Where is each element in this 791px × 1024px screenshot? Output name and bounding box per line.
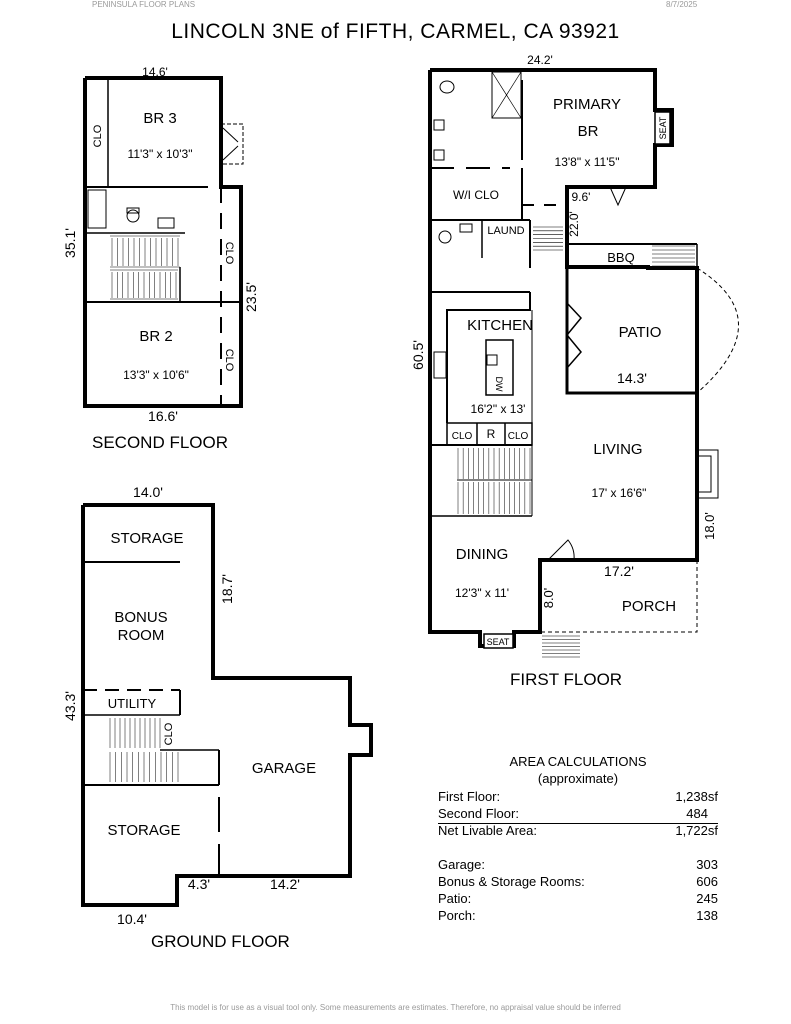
- room-garage: GARAGE: [252, 760, 316, 777]
- seat-label: SEAT: [487, 637, 510, 647]
- page-title: LINCOLN 3NE of FIFTH, CARMEL, CA 93921: [171, 20, 620, 43]
- date-text: 8/7/2025: [666, 0, 698, 9]
- dim-step: 4.3': [188, 876, 210, 892]
- ground-floor-plan: [81, 503, 373, 907]
- first-floor-label: FIRST FLOOR: [510, 670, 623, 689]
- area-row: Garage: 303: [438, 857, 718, 874]
- dim-inner: 18.7': [219, 574, 235, 604]
- area-row: Second Floor: 484: [438, 806, 718, 824]
- area-row-label: Net Livable Area:: [438, 823, 538, 838]
- clo-label: CLO: [508, 431, 529, 442]
- room-primary-name: BR: [578, 123, 599, 140]
- area-row-value: 606: [696, 874, 718, 889]
- dim-left: 43.3': [62, 691, 78, 721]
- area-row-label: First Floor:: [438, 789, 501, 804]
- clo-label: CLO: [223, 242, 235, 265]
- room-primary-name: PRIMARY: [553, 96, 621, 113]
- dim-left: 35.1': [62, 228, 78, 258]
- area-row-label: Bonus & Storage Rooms:: [438, 874, 585, 889]
- dw-label: DW: [494, 377, 504, 392]
- dim-right: 18.0': [702, 512, 717, 540]
- dim-top: 14.0': [133, 484, 163, 500]
- dim-top: 14.6': [142, 65, 168, 79]
- room-patio: PATIO: [619, 324, 662, 341]
- dim-porch: 17.2': [604, 563, 634, 579]
- room-bonus: ROOM: [118, 627, 165, 644]
- area-row-label: Porch:: [438, 908, 476, 923]
- room-br3-name: BR 3: [143, 110, 176, 127]
- seat-label: SEAT: [658, 116, 668, 139]
- room-bbq: BBQ: [607, 250, 634, 265]
- area-row-value: 1,722sf: [675, 823, 718, 838]
- room-kitchen-name: KITCHEN: [467, 317, 533, 334]
- fridge-label: R: [487, 427, 496, 441]
- room-br2-name: BR 2: [139, 328, 172, 345]
- area-row-value: 138: [696, 908, 718, 923]
- room-dining-name: DINING: [456, 546, 509, 563]
- area-calculations: AREA CALCULATIONS (approximate) First Fl…: [438, 754, 718, 934]
- dim-bottom: 10.4': [117, 911, 147, 927]
- room-bonus: BONUS: [114, 609, 167, 626]
- footer-disclaimer: This model is for use as a visual tool o…: [170, 1003, 621, 1012]
- room-utility: UTILITY: [108, 696, 157, 711]
- room-dining-size: 12'3" x 11': [455, 586, 509, 600]
- dim-patio: 14.3': [617, 370, 647, 386]
- room-living-size: 17' x 16'6": [592, 486, 647, 500]
- room-wi-clo: W/I CLO: [453, 188, 499, 202]
- dim-inner: 22.0': [567, 211, 581, 237]
- room-porch: PORCH: [622, 598, 676, 615]
- area-subheading: (approximate): [537, 771, 619, 786]
- area-row: First Floor: 1,238sf: [438, 789, 718, 806]
- dim-garage: 14.2': [270, 876, 300, 892]
- dim-inner: 9.6': [572, 190, 591, 204]
- ground-floor-label: GROUND FLOOR: [151, 932, 290, 951]
- dim-top: 24.2': [527, 53, 553, 67]
- dim-bottom: 16.6': [148, 408, 178, 424]
- room-primary-size: 13'8" x 11'5": [555, 155, 620, 169]
- area-row: Net Livable Area: 1,722sf: [438, 823, 718, 840]
- room-laund: LAUND: [487, 225, 524, 237]
- area-row: Patio: 245: [438, 891, 718, 908]
- area-heading: AREA CALCULATIONS: [509, 754, 647, 769]
- brand-text: PENINSULA FLOOR PLANS: [92, 0, 196, 9]
- room-br3-size: 11'3" x 10'3": [128, 147, 193, 161]
- area-row-value: 484: [686, 806, 708, 821]
- clo-label: CLO: [92, 124, 104, 147]
- clo-label: CLO: [452, 431, 473, 442]
- area-row-value: 303: [696, 857, 718, 872]
- room-kitchen-size: 16'2" x 13': [471, 402, 526, 416]
- clo-label: CLO: [223, 349, 235, 372]
- area-row-label: Second Floor:: [438, 806, 519, 821]
- room-br2-size: 13'3" x 10'6": [123, 368, 189, 382]
- area-row-value: 1,238sf: [675, 789, 718, 804]
- first-floor-plan: [428, 68, 739, 658]
- room-storage: STORAGE: [107, 822, 180, 839]
- second-floor-plan: [83, 76, 244, 408]
- room-storage: STORAGE: [110, 530, 183, 547]
- clo-label: CLO: [163, 722, 175, 745]
- dim-left: 60.5': [410, 340, 426, 370]
- second-floor-label: SECOND FLOOR: [92, 433, 229, 452]
- area-row-label: Garage:: [438, 857, 485, 872]
- room-living-name: LIVING: [593, 441, 642, 458]
- area-row: Bonus & Storage Rooms: 606: [438, 874, 718, 891]
- area-row-value: 245: [696, 891, 718, 906]
- dim-porch-depth: 8.0': [541, 588, 556, 609]
- area-row-label: Patio:: [438, 891, 472, 906]
- area-row: Porch: 138: [438, 908, 718, 925]
- dim-right: 23.5': [243, 282, 259, 312]
